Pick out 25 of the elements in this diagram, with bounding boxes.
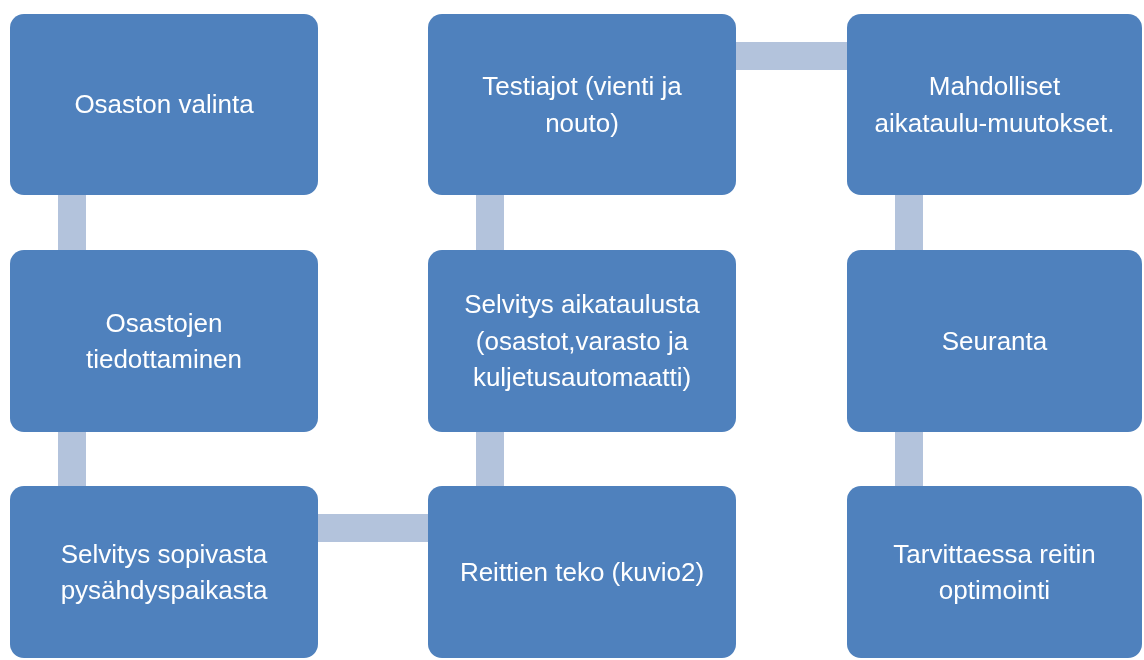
connector-bar	[318, 514, 428, 542]
process-box	[10, 486, 318, 658]
box-label: Osastojen tiedottaminen	[84, 306, 244, 376]
process-box	[847, 486, 1142, 658]
connector-bar	[476, 432, 504, 486]
process-box	[10, 14, 318, 195]
process-box	[10, 250, 318, 432]
box-label: Selvitys sopivasta pysähdyspaikasta	[59, 537, 269, 607]
process-box	[847, 250, 1142, 432]
connector-bar	[895, 195, 923, 250]
process-box	[428, 14, 736, 195]
box-label: Reittien teko (kuvio2)	[459, 555, 705, 589]
box-label: Mahdolliset aikataulu-muutokset.	[873, 70, 1116, 140]
process-box	[847, 14, 1142, 195]
process-box	[428, 486, 736, 658]
box-label: Osaston valinta	[74, 88, 254, 122]
box-label: Testiajot (vienti ja nouto)	[481, 70, 683, 140]
connector-bar	[58, 195, 86, 250]
box-label: Seuranta	[941, 324, 1048, 358]
box-label: Tarvittaessa reitin optimointi	[892, 537, 1097, 607]
box-label: Selvitys aikataulusta (osastot,varasto ja kuljetusautomaatti)	[463, 288, 701, 395]
connector-bar	[736, 42, 847, 70]
connector-bar	[476, 195, 504, 250]
connector-bar	[58, 432, 86, 486]
process-box	[428, 250, 736, 432]
